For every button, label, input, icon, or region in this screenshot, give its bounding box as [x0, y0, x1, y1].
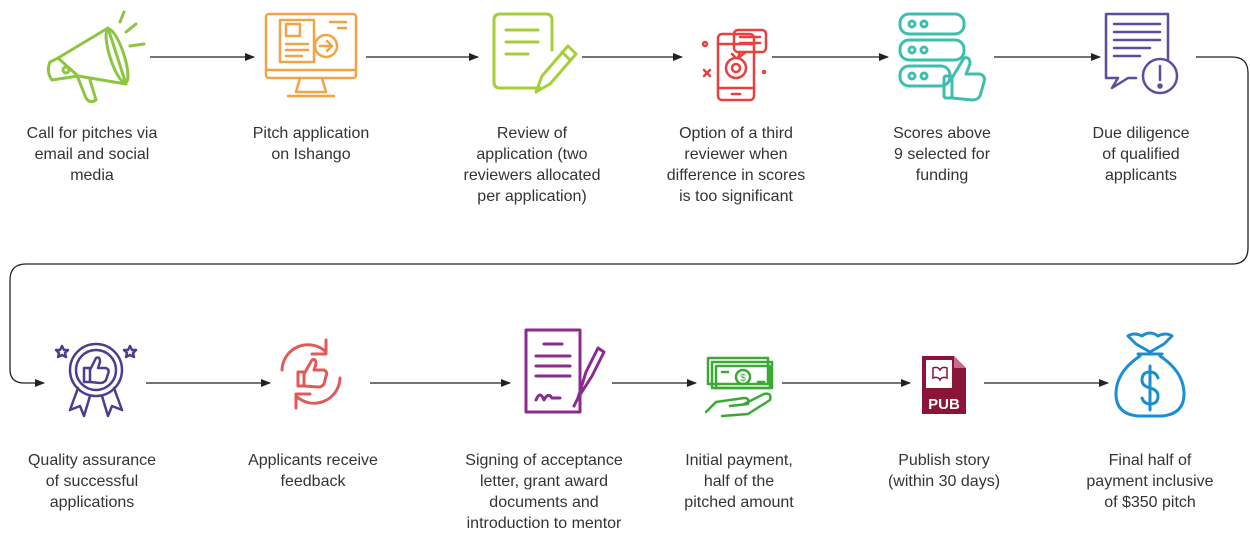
- svg-text:$: $: [740, 373, 746, 384]
- contract-signing-icon: [524, 328, 606, 414]
- svg-text:PUB: PUB: [928, 396, 960, 413]
- step-label-due-diligence: Due diligence of qualified applicants: [1092, 125, 1190, 184]
- step-label-final-payment: Final half of payment inclusive of $350 …: [1086, 452, 1214, 511]
- award-badge-icon: [54, 342, 138, 418]
- step-label-pitch-application: Pitch application on Ishango: [252, 125, 370, 163]
- step-label-publish-story: Publish story (within 30 days): [887, 452, 1001, 490]
- money-bag-icon: [1114, 331, 1186, 418]
- server-thumbs-up-icon: [898, 12, 986, 102]
- feedback-cycle-icon: [280, 338, 342, 410]
- cash-hand-icon: $: [704, 356, 774, 418]
- step-label-third-reviewer: Option of a third reviewer when differen…: [666, 125, 806, 205]
- document-pencil-icon: [492, 12, 578, 94]
- phone-message-icon: [701, 28, 768, 102]
- step-label-applicants-feedback: Applicants receive feedback: [248, 452, 378, 490]
- computer-application-icon: [264, 12, 358, 98]
- step-label-call-for-pitches: Call for pitches via email and social me…: [26, 125, 158, 184]
- return-connector: [9, 56, 1249, 387]
- megaphone-icon: [46, 10, 146, 104]
- step-label-quality-assurance: Quality assurance of successful applicat…: [27, 452, 157, 511]
- step-label-signing-acceptance: Signing of acceptance letter, grant awar…: [465, 452, 623, 532]
- step-label-initial-payment: Initial payment, half of the pitched amo…: [684, 452, 794, 511]
- step-label-scores-selected: Scores above 9 selected for funding: [893, 125, 991, 184]
- document-alert-icon: [1104, 12, 1179, 95]
- pub-file-icon: PUB: [922, 356, 966, 414]
- step-label-review-of-application: Review of application (two reviewers all…: [463, 125, 601, 205]
